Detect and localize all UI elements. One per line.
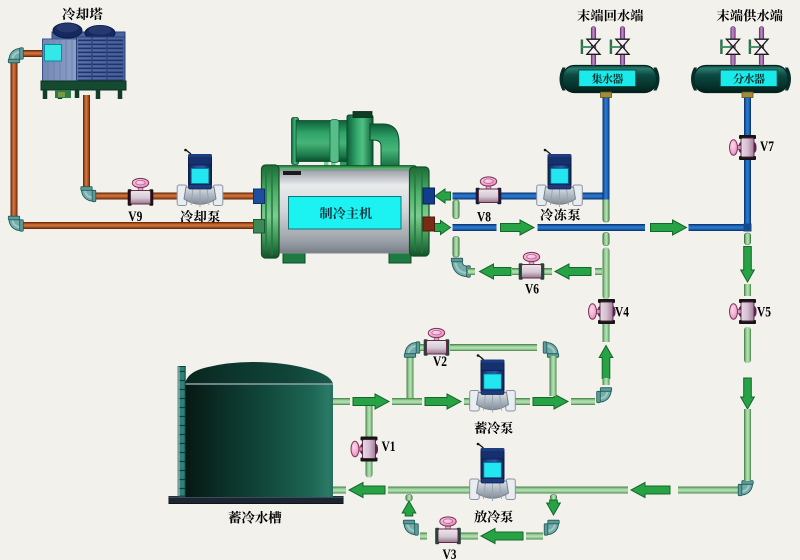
- svg-text:V6: V6: [525, 282, 539, 298]
- svg-text:V4: V4: [615, 305, 629, 321]
- svg-text:V2: V2: [433, 354, 447, 370]
- svg-text:V8: V8: [477, 210, 491, 226]
- svg-text:V3: V3: [443, 547, 457, 560]
- svg-text:V5: V5: [757, 305, 771, 321]
- svg-text:V7: V7: [760, 139, 774, 155]
- svg-text:V1: V1: [382, 439, 396, 455]
- svg-text:V9: V9: [128, 209, 142, 225]
